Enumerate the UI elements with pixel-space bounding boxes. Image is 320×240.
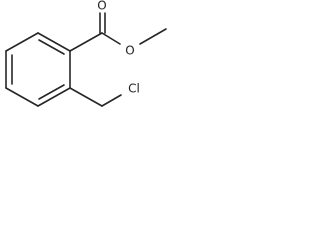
ring-bond-c3-c4 [37,87,71,107]
benzene-ring [5,32,71,107]
ring-double-bond-c3-c4 [38,84,65,100]
carbonyl-oxygen-label: O [97,0,106,13]
methyl-ester-group: O O [69,0,167,58]
bond-ring-carbonyl [69,32,103,52]
bond-ring-ch2 [69,87,103,107]
structural-formula: O O Cl [5,0,167,107]
chlorine-label: Cl [128,82,140,96]
ring-bond-c4-c5 [5,87,39,107]
chloromethyl-group: Cl [69,82,140,107]
bond-ch2-chlorine [101,94,122,107]
ring-bond-c6-c1 [5,32,39,52]
bond-carbonyl-ester-oxygen [101,32,121,45]
bond-ester-oxygen-methyl [139,28,167,45]
ester-oxygen-label: O [125,44,134,58]
ring-double-bond-c1-c2 [38,39,65,55]
ring-bond-c1-c2 [37,32,71,52]
